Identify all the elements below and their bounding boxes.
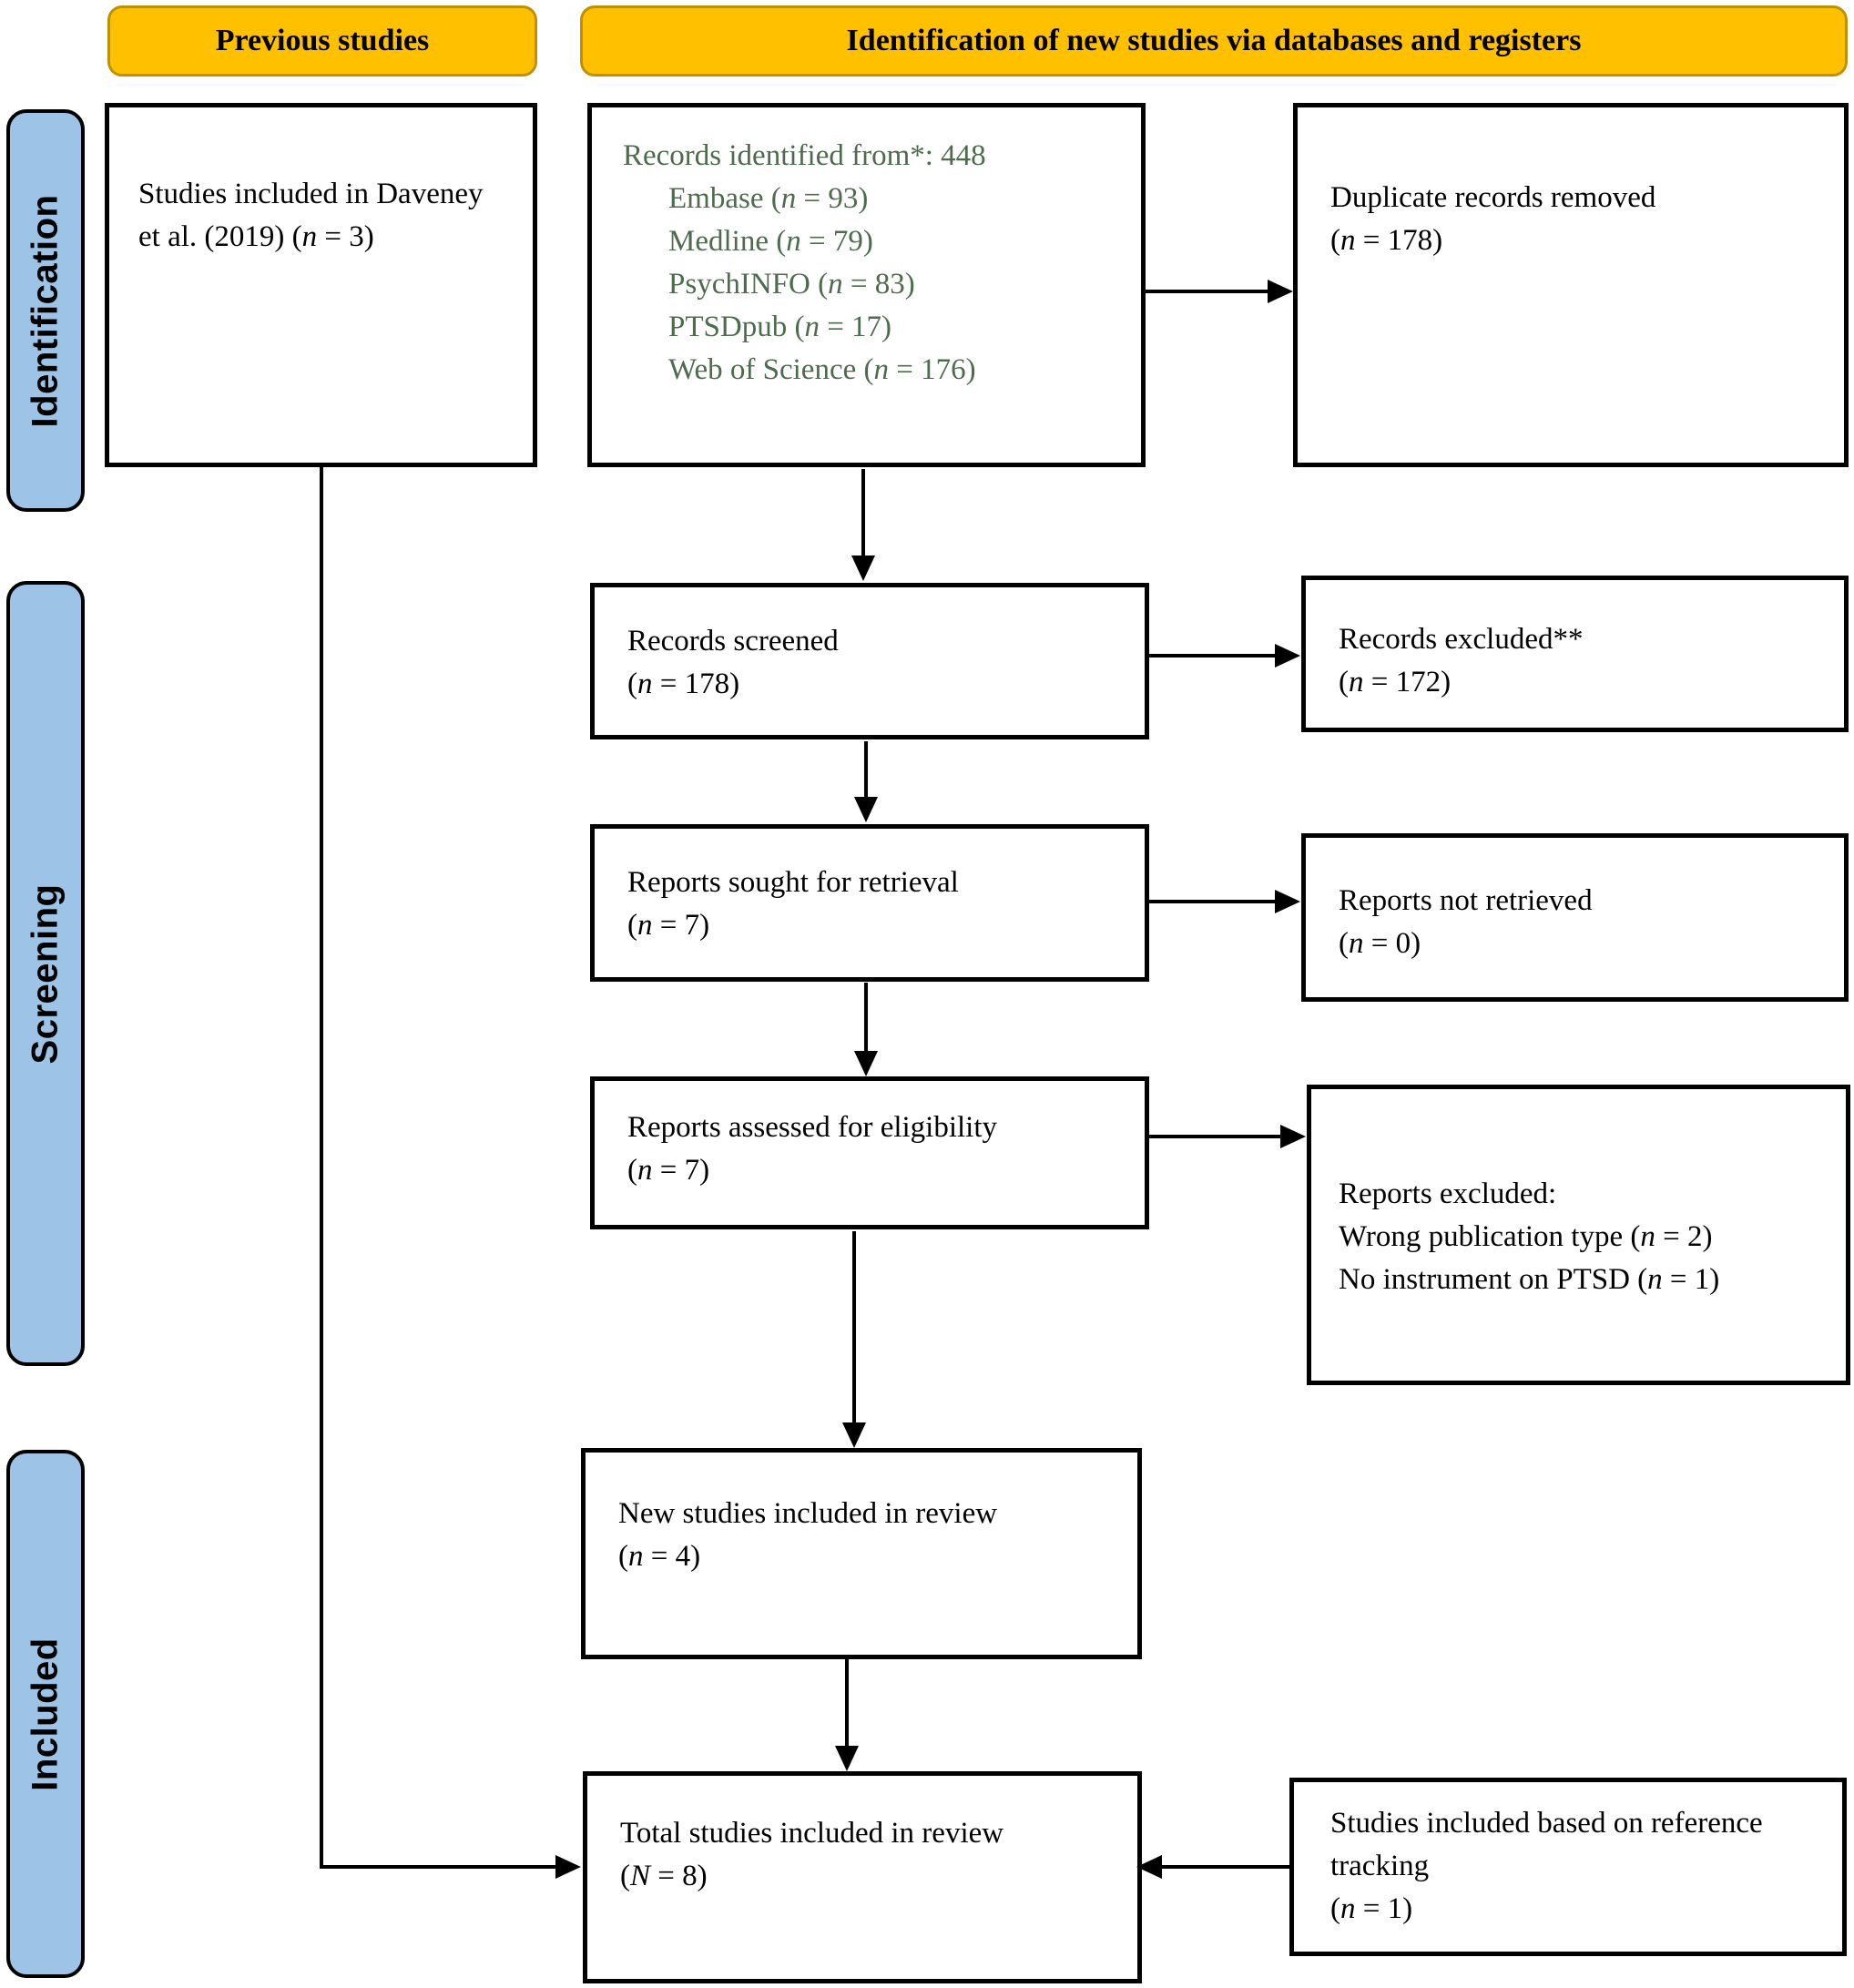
stage-screening: Screening (6, 581, 85, 1366)
arrow-assessed-to-newstudies-line (852, 1231, 856, 1423)
header-identification-new-studies: Identification of new studies via databa… (580, 5, 1848, 76)
box-reports-sought: Reports sought for retrieval (n = 7) (590, 824, 1149, 982)
records-identified-source: PTSDpub (n = 17) (668, 311, 892, 343)
arrow-screened-to-sought-head (854, 797, 878, 822)
reports-assessed-count: (n = 7) (627, 1154, 710, 1187)
arrow-newstudies-to-total-head (835, 1746, 859, 1771)
total-studies-included-label: Total studies included in review (620, 1817, 1004, 1850)
box-records-identified: Records identified from*: 448 Embase (n … (587, 103, 1146, 467)
box-reports-excluded: Reports excluded: Wrong publication type… (1307, 1085, 1850, 1385)
records-excluded-count: (n = 172) (1339, 666, 1452, 698)
reports-excluded-reason: Wrong publication type (n = 2) (1339, 1220, 1713, 1253)
stage-included-label: Included (25, 1636, 66, 1791)
stage-included: Included (6, 1450, 85, 1978)
stage-screening-label: Screening (25, 883, 66, 1064)
arrow-identified-to-duplicates-line (1146, 290, 1269, 293)
arrow-reference-to-total-line (1162, 1865, 1289, 1869)
reports-excluded-heading: Reports excluded: (1339, 1178, 1557, 1210)
records-identified-source: Medline (n = 79) (668, 225, 873, 258)
box-records-excluded: Records excluded** (n = 172) (1301, 576, 1849, 732)
box-reference-tracking: Studies included based on reference trac… (1289, 1778, 1847, 1956)
arrow-previous-to-total-horizontal (320, 1865, 557, 1869)
reference-tracking-label: Studies included based on reference trac… (1330, 1807, 1763, 1882)
arrow-assessed-to-excluded-head (1280, 1125, 1306, 1148)
arrow-identified-to-duplicates-head (1268, 280, 1293, 303)
box-previous-studies: Studies included in Daveney et al. (2019… (105, 103, 537, 467)
stage-identification-label: Identification (25, 194, 66, 427)
reports-not-retrieved-count: (n = 0) (1339, 927, 1421, 960)
box-total-studies-included: Total studies included in review (N = 8) (583, 1771, 1142, 1983)
reports-excluded-reason: No instrument on PTSD (n = 1) (1339, 1263, 1720, 1296)
arrow-identified-to-screened-head (851, 556, 875, 581)
new-studies-included-label: New studies included in review (618, 1497, 998, 1530)
box-records-screened: Records screened (n = 178) (590, 583, 1149, 739)
arrow-newstudies-to-total-line (845, 1659, 849, 1747)
records-excluded-label: Records excluded** (1339, 623, 1584, 656)
arrow-assessed-to-excluded-line (1149, 1135, 1282, 1138)
reports-sought-label: Reports sought for retrieval (627, 866, 959, 899)
total-studies-included-count: (N = 8) (620, 1860, 708, 1892)
arrow-screened-to-excluded-line (1149, 654, 1277, 658)
header-previous-studies-label: Previous studies (215, 24, 430, 57)
arrow-sought-to-assessed-head (854, 1051, 878, 1076)
box-reports-assessed: Reports assessed for eligibility (n = 7) (590, 1076, 1149, 1229)
arrow-previous-to-total-start-tick (305, 464, 323, 467)
stage-identification: Identification (6, 109, 85, 512)
new-studies-included-count: (n = 4) (618, 1540, 701, 1573)
arrow-reference-to-total-head (1136, 1855, 1162, 1879)
arrow-sought-to-notretrieved-line (1149, 900, 1277, 903)
reference-tracking-count: (n = 1) (1330, 1892, 1413, 1925)
box-reports-not-retrieved: Reports not retrieved (n = 0) (1301, 833, 1849, 1002)
header-previous-studies: Previous studies (107, 5, 537, 76)
reports-sought-count: (n = 7) (627, 909, 710, 942)
arrow-sought-to-notretrieved-head (1275, 890, 1300, 913)
records-identified-source: Web of Science (n = 176) (668, 353, 976, 386)
arrow-previous-to-total-head (555, 1855, 581, 1879)
records-identified-source: Embase (n = 93) (668, 182, 869, 215)
records-identified-intro: Records identified from*: 448 (623, 139, 986, 172)
duplicates-removed-count: (n = 178) (1330, 224, 1443, 257)
records-screened-count: (n = 178) (627, 668, 740, 700)
records-screened-label: Records screened (627, 625, 839, 658)
box-previous-studies-text: Studies included in Daveney et al. (2019… (138, 178, 484, 253)
arrow-assessed-to-newstudies-head (842, 1422, 866, 1448)
arrow-previous-to-total-vertical (320, 465, 323, 1867)
arrow-screened-to-sought-line (864, 741, 868, 798)
arrow-identified-to-screened-line (861, 469, 865, 556)
box-new-studies-included: New studies included in review (n = 4) (581, 1448, 1142, 1659)
reports-assessed-label: Reports assessed for eligibility (627, 1111, 998, 1144)
box-duplicates-removed: Duplicate records removed (n = 178) (1293, 103, 1849, 467)
duplicates-removed-label: Duplicate records removed (1330, 181, 1656, 214)
arrow-screened-to-excluded-head (1275, 644, 1300, 668)
records-identified-source: PsychINFO (n = 83) (668, 268, 915, 301)
reports-not-retrieved-label: Reports not retrieved (1339, 884, 1593, 917)
header-identification-new-studies-label: Identification of new studies via databa… (846, 24, 1582, 57)
arrow-sought-to-assessed-line (864, 983, 868, 1052)
